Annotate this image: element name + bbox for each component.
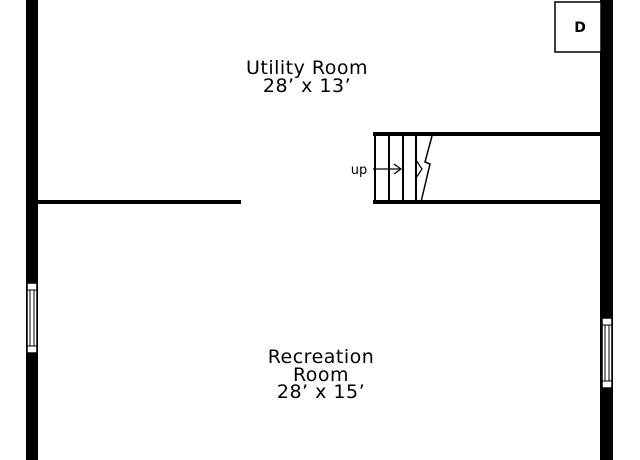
fixture-box (554, 1, 602, 53)
arrow-head-icon (415, 159, 423, 179)
staircase (373, 132, 600, 204)
left-window (26, 282, 38, 354)
stair-break-line (420, 135, 433, 203)
recreation-room-dimensions: 28’ x 15’ (277, 381, 365, 403)
utility-room-dimensions: 28’ x 13’ (263, 75, 351, 97)
utility-room-name: Utility Room (246, 57, 368, 79)
stair-top-wall (373, 132, 600, 136)
left-exterior-wall (26, 0, 38, 460)
partition-wall (38, 200, 241, 204)
stair-bottom-wall (373, 200, 600, 204)
fixture-label: D (574, 20, 586, 36)
stairs-label: up (351, 163, 368, 178)
recreation-room-name-line1: Recreation (268, 346, 375, 368)
recreation-room-name-line2: Room (293, 364, 349, 386)
right-window (601, 317, 613, 389)
arrow-head-icon (393, 163, 403, 175)
right-exterior-wall (600, 0, 613, 460)
